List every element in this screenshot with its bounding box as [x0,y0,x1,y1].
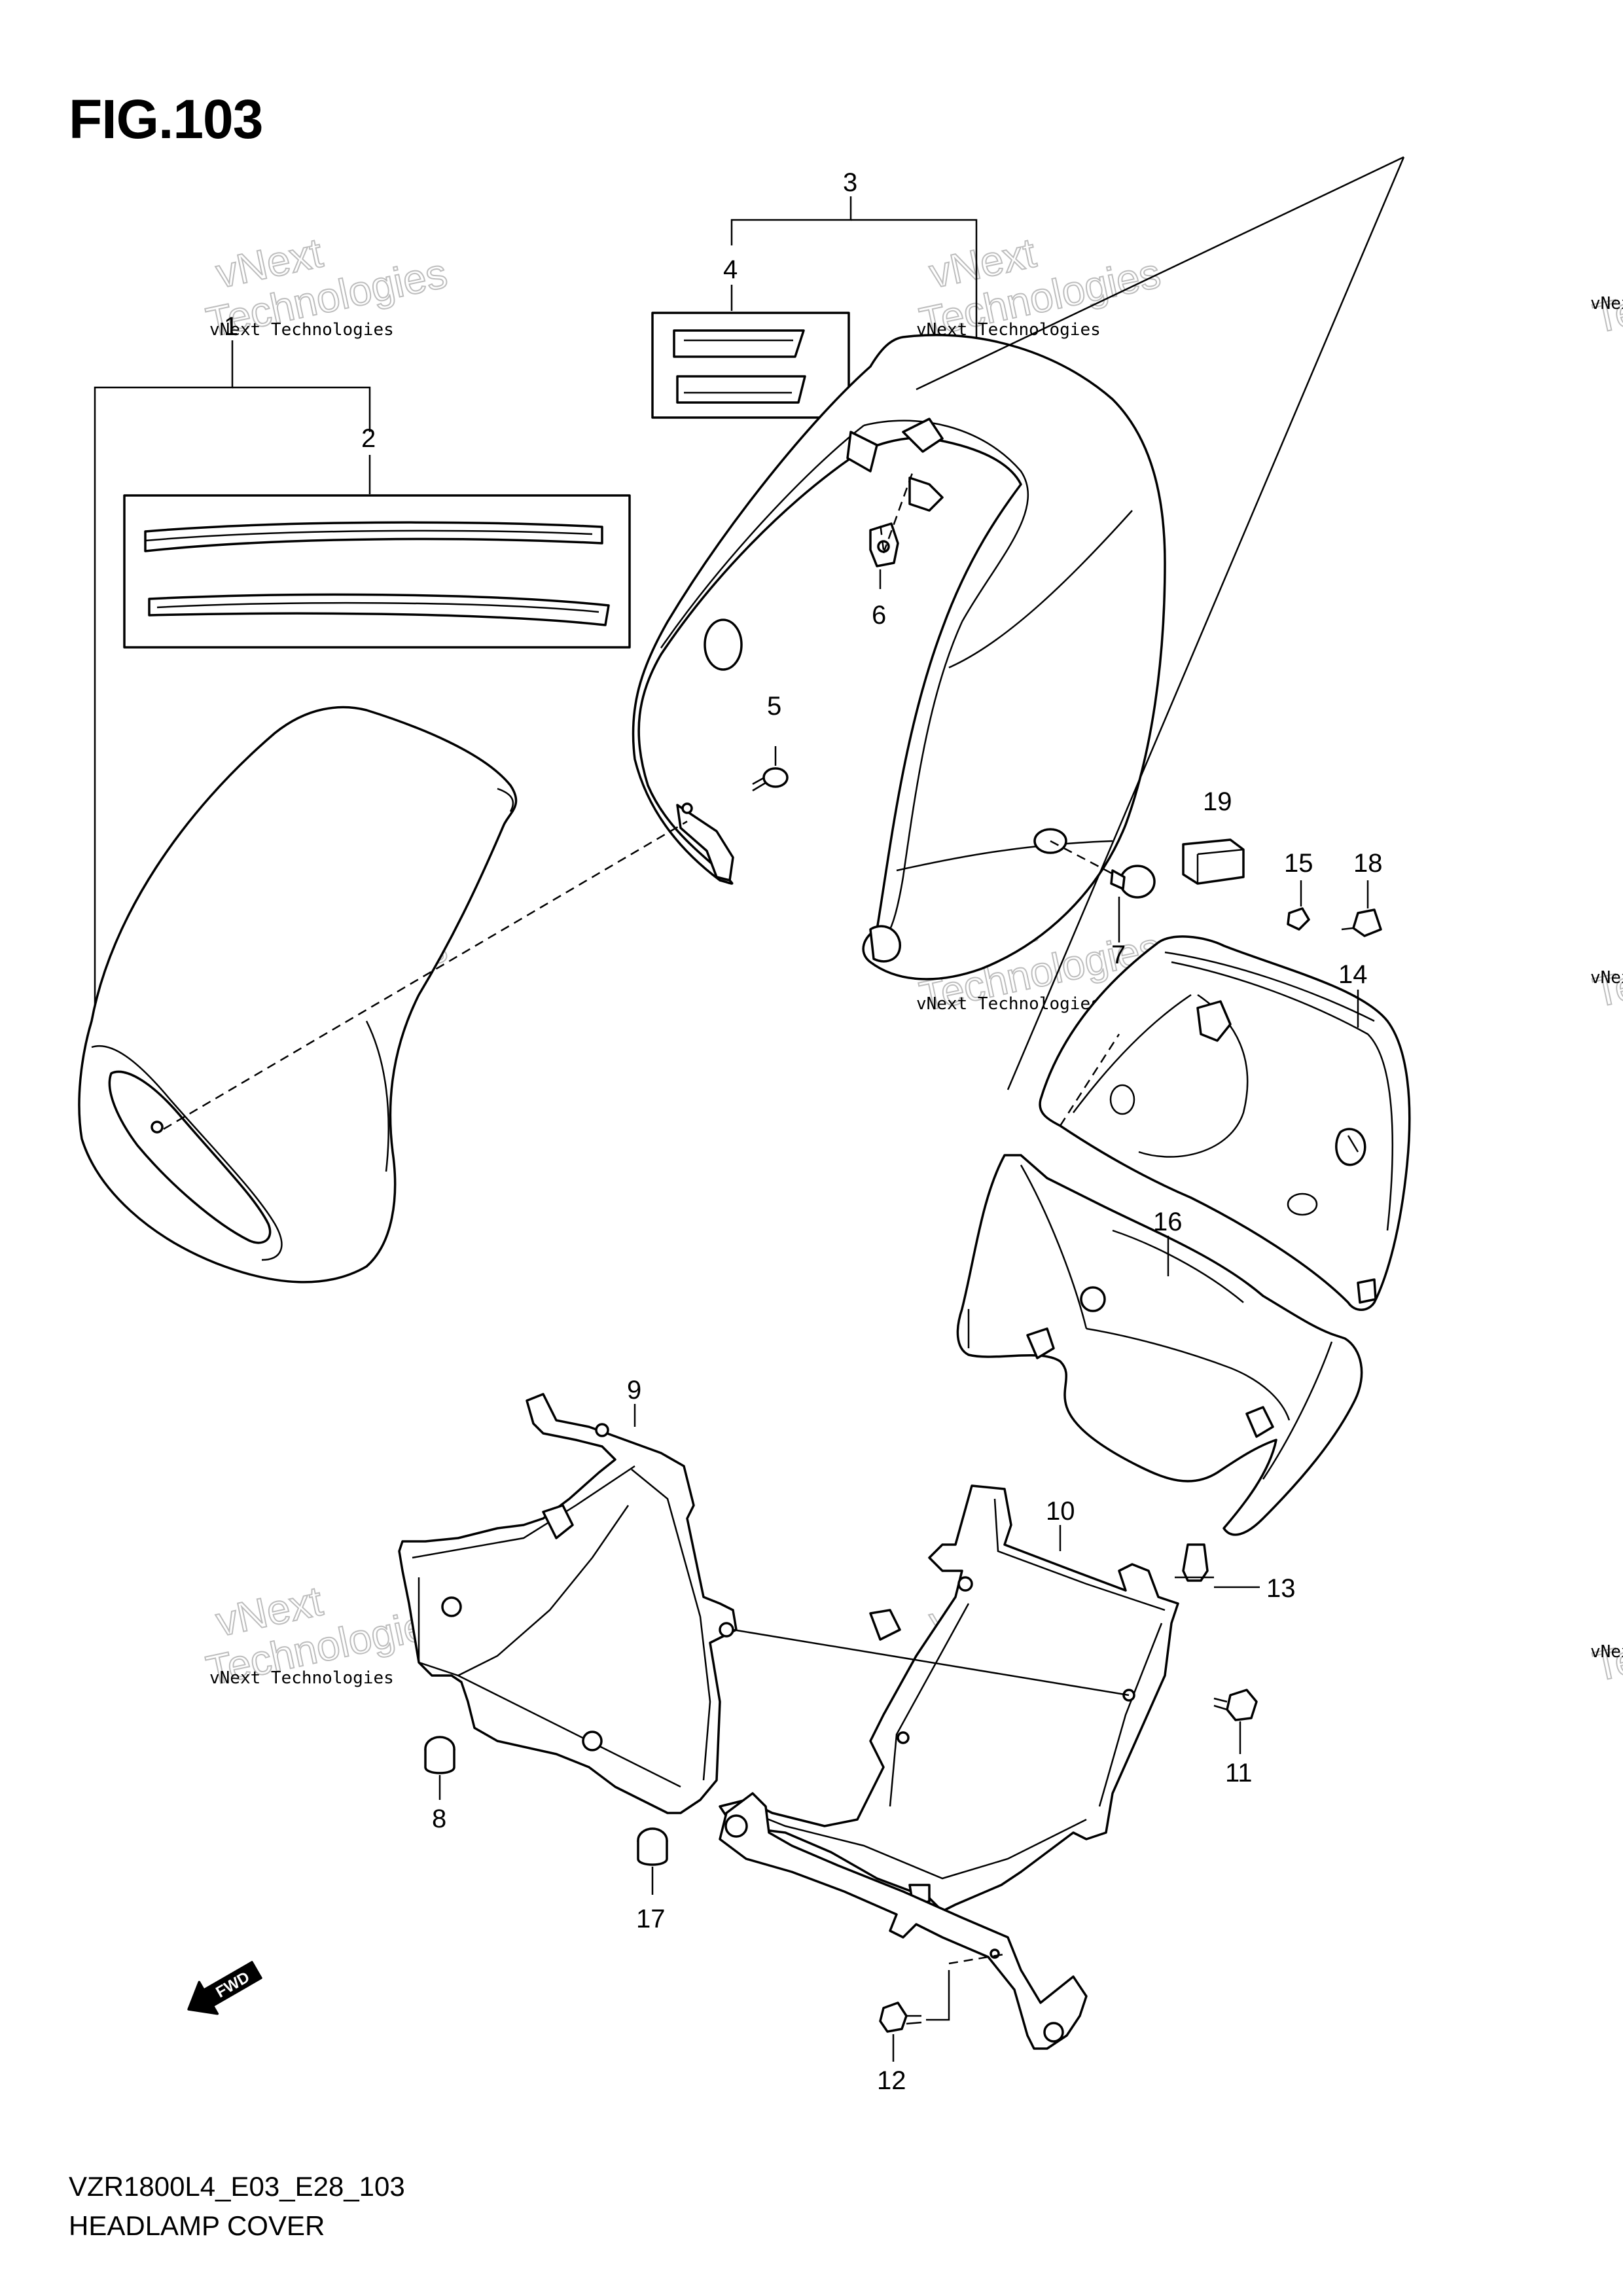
part-16-lower-cover[interactable] [956,1154,1363,1536]
callout-4: 4 [723,255,738,284]
callout-9: 9 [627,1376,641,1405]
part-3-upper-cover[interactable] [632,334,1166,980]
part-1-headlamp-shell[interactable] [78,706,518,1283]
callout-18: 18 [1353,849,1383,878]
watermark-line3: vNext Technologies [1590,968,1623,988]
callout-11: 11 [1225,1759,1253,1787]
part-17-cushion[interactable] [637,1827,668,1866]
part-6-nut[interactable] [869,522,899,567]
part-4-tape-set-upper[interactable] [651,312,850,419]
part-10-lower-bracket[interactable] [719,1792,1088,2050]
watermark-line3: vNext Technologies [916,994,1101,1014]
callout-1: 1 [224,312,238,341]
callout-2: 2 [361,424,376,453]
part-12-bolt[interactable] [879,2001,922,2033]
callout-labels: 1 2 3 4 5 6 7 8 9 10 11 12 13 14 15 16 1… [224,168,1383,2095]
watermark-edge-2: Technologies vNext Technologies [1588,919,1623,1017]
section-name: HEADLAMP COVER [69,2210,325,2241]
part-9-bracket[interactable] [398,1393,738,1814]
watermark-2: vNext Technologies vNext Technologies [915,228,1165,347]
callout-14: 14 [1338,960,1368,989]
cone-lines [916,156,1405,1090]
callout-19: 19 [1203,787,1232,816]
part-19-cushion[interactable] [1182,838,1245,885]
watermark-line3: vNext Technologies [1590,1642,1623,1662]
callout-17: 17 [636,1905,666,1933]
watermark-line3: vNext Technologies [209,1668,394,1688]
watermark-line3: vNext Technologies [209,320,394,340]
callout-6: 6 [872,601,886,630]
callout-7: 7 [1111,941,1126,969]
part-11-bolt[interactable] [1213,1689,1258,1721]
watermark-edge-3: Technologies vNext Technologies [1588,1593,1623,1691]
watermark-1: vNext Technologies vNext Technologies [202,228,452,347]
watermark-line3: vNext Technologies [1590,294,1623,314]
fwd-arrow-icon: FWD [187,1961,262,2015]
callout-3: 3 [843,168,857,197]
dashed-assembly-lines [163,471,1130,1965]
part-15-clip[interactable] [1287,907,1310,931]
callout-16: 16 [1153,1208,1183,1236]
callout-10: 10 [1046,1497,1075,1526]
figure-title: FIG.103 [69,88,263,150]
callout-8: 8 [432,1804,446,1833]
part-14-inner-cover[interactable] [1039,935,1411,1311]
part-13-clamp[interactable] [1175,1543,1214,1582]
assembly-brackets [94,196,978,1018]
part-7-screw[interactable] [1110,865,1156,899]
part-2-tape-set[interactable] [123,494,631,649]
part-18-nut[interactable] [1341,908,1382,937]
model-code: VZR1800L4_E03_E28_103 [69,2171,405,2202]
part-8-cushion[interactable] [424,1736,455,1774]
callout-15: 15 [1284,849,1313,878]
part-5-screw[interactable] [752,767,789,792]
callout-12: 12 [877,2066,906,2095]
part-10-bracket[interactable] [719,1484,1179,1912]
callout-13: 13 [1266,1574,1296,1603]
callout-5: 5 [767,692,781,721]
watermark-edge-1: Technologies vNext Technologies [1588,245,1623,343]
